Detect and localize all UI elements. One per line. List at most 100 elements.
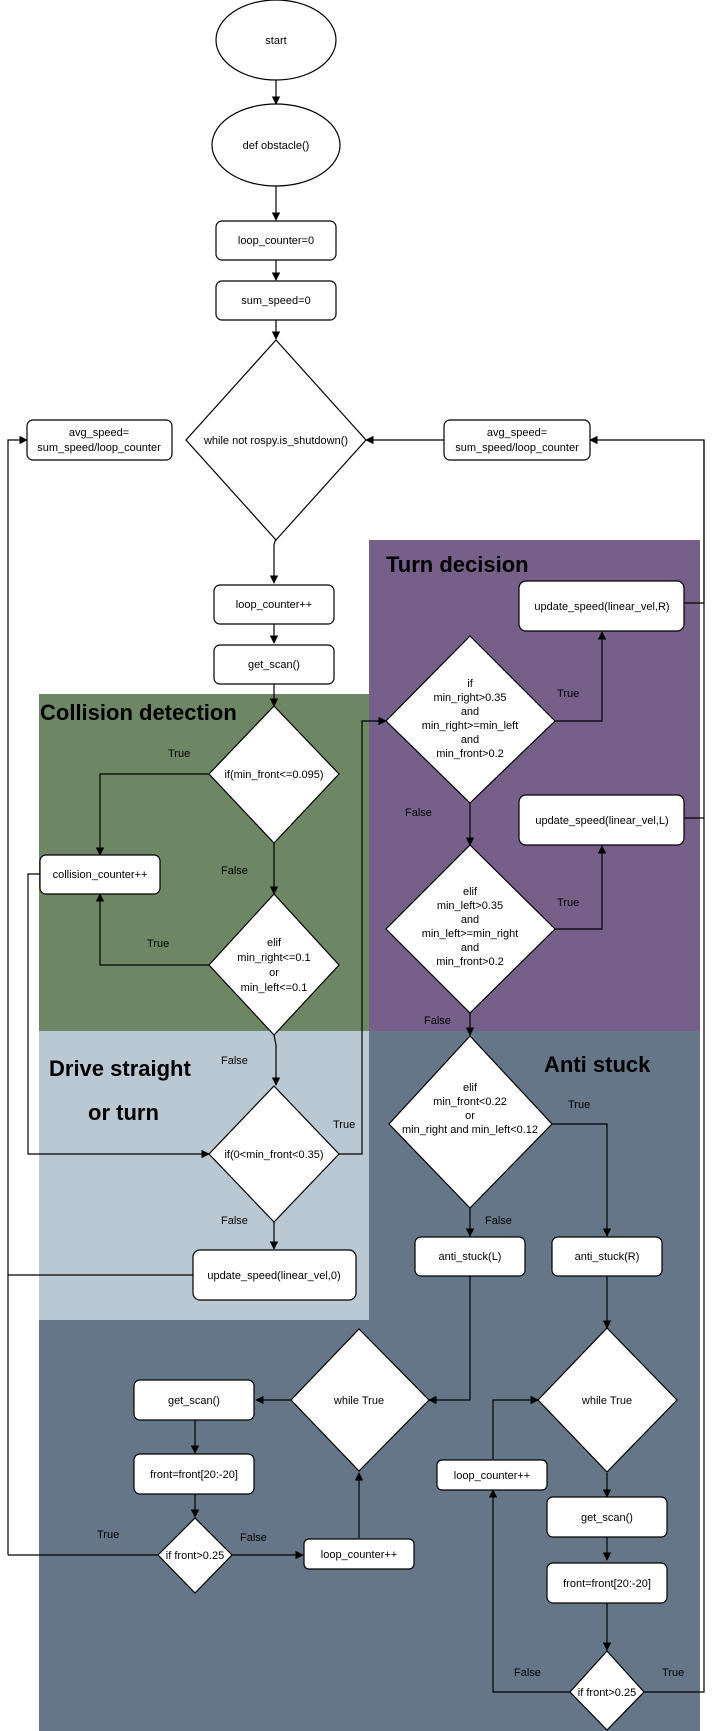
while-true-right-label: while True	[581, 1395, 632, 1407]
elif-side-line-1: elif	[267, 937, 282, 949]
region-title-collision: Collision detection	[40, 700, 237, 725]
if-front-label: if(min_front<=0.095)	[224, 769, 323, 781]
loop-inc-right-label: loop_counter++	[454, 1470, 530, 1482]
elif-stuck-node: elif min_front<0.22 or min_right and min…	[388, 1035, 553, 1209]
avg-speed-right-node: avg_speed= sum_speed/loop_counter	[443, 419, 591, 461]
region-titles: Collision detection Turn decision Drive …	[40, 552, 651, 1125]
region-title-drive-1: Drive straight	[49, 1056, 191, 1081]
label-false-left: False	[424, 1015, 451, 1027]
elif-stuck-line-2: min_front<0.22	[433, 1096, 507, 1108]
elif-side-line-3: or	[269, 967, 279, 979]
while-true-left-node: while True	[290, 1328, 430, 1472]
region-title-anti: Anti stuck	[544, 1052, 651, 1077]
front-slice-left-node: front=front[20:-20]	[133, 1453, 255, 1495]
anti-stuck-r-node: anti_stuck(R)	[551, 1236, 663, 1277]
start-node: start	[215, 0, 337, 81]
label-false-side: False	[221, 1055, 248, 1067]
region-title-turn: Turn decision	[386, 552, 529, 577]
if-right-node: if min_right>0.35 and min_right>=min_lef…	[385, 635, 556, 804]
loop-inc-left-label: loop_counter++	[321, 1549, 397, 1561]
label-true-range: True	[333, 1119, 355, 1131]
collision-counter-label: collision_counter++	[53, 869, 148, 881]
if-right-line-1: if	[467, 678, 473, 690]
elif-left-line-3: and	[461, 914, 479, 926]
anti-stuck-r-label: anti_stuck(R)	[575, 1251, 640, 1263]
elif-left-line-2: min_left>0.35	[437, 900, 503, 912]
front-slice-right-node: front=front[20:-20]	[546, 1562, 668, 1604]
front-slice-right-label: front=front[20:-20]	[563, 1578, 651, 1590]
label-true-front-l: True	[97, 1529, 119, 1541]
front-slice-left-label: front=front[20:-20]	[150, 1469, 238, 1481]
update-speed-0-label: update_speed(linear_vel,0)	[207, 1270, 340, 1282]
if-right-line-3: and	[461, 706, 479, 718]
label-true-front-r: True	[662, 1667, 684, 1679]
while-true-right-node: while True	[537, 1327, 678, 1473]
get-scan-right-label: get_scan()	[581, 1512, 633, 1524]
avg-left-line-2: sum_speed/loop_counter	[37, 442, 161, 454]
elif-left-line-1: elif	[463, 886, 478, 898]
elif-stuck-line-1: elif	[463, 1082, 478, 1094]
label-true-side: True	[147, 938, 169, 950]
if-front-left-label: if front>0.25	[166, 1550, 224, 1562]
get-scan-left-label: get_scan()	[168, 1395, 220, 1407]
label-false-right: False	[405, 807, 432, 819]
elif-stuck-line-3: or	[465, 1110, 475, 1122]
get-scan-label: get_scan()	[248, 659, 300, 671]
while-main-label: while not rospy.is_shutdown()	[203, 435, 348, 447]
elif-left-node: elif min_left>0.35 and min_left>=min_rig…	[385, 844, 556, 1014]
avg-right-line-2: sum_speed/loop_counter	[455, 442, 579, 454]
sum-init-node: sum_speed=0	[215, 280, 337, 321]
if-front-node: if(min_front<=0.095)	[208, 705, 340, 844]
anti-stuck-l-label: anti_stuck(L)	[439, 1251, 502, 1263]
avg-left-line-1: avg_speed=	[69, 427, 129, 439]
loop-inc-left-node: loop_counter++	[303, 1538, 415, 1570]
if-right-line-2: min_right>0.35	[433, 692, 506, 704]
label-false-front: False	[221, 865, 248, 877]
elif-left-line-6: min_front>0.2	[436, 956, 504, 968]
if-front-right-label: if front>0.25	[578, 1687, 636, 1699]
if-right-line-6: min_front>0.2	[436, 748, 504, 760]
update-speed-l-node: update_speed(linear_vel,L)	[518, 794, 685, 846]
elif-side-line-4: min_left<=0.1	[241, 982, 308, 994]
get-scan-node: get_scan()	[213, 644, 335, 685]
elif-side-node: elif min_right<=0.1 or min_left<=0.1	[208, 893, 340, 1036]
def-obstacle-label: def obstacle()	[243, 140, 310, 152]
loop-inc-node: loop_counter++	[213, 584, 335, 625]
get-scan-left-node: get_scan()	[133, 1379, 255, 1421]
elif-stuck-line-4: min_right and min_left<0.12	[402, 1124, 538, 1136]
avg-right-line-1: avg_speed=	[487, 427, 547, 439]
anti-stuck-l-node: anti_stuck(L)	[414, 1236, 526, 1277]
loop-inc-label: loop_counter++	[236, 599, 312, 611]
while-main-node: while not rospy.is_shutdown()	[185, 339, 367, 541]
while-true-left-label: while True	[333, 1395, 384, 1407]
if-right-line-5: and	[461, 734, 479, 746]
if-front-right-node: if front>0.25	[569, 1650, 645, 1731]
update-speed-r-label: update_speed(linear_vel,R)	[534, 601, 669, 613]
avg-speed-left-node: avg_speed= sum_speed/loop_counter	[26, 419, 173, 461]
elif-left-line-5: and	[461, 942, 479, 954]
collision-counter-node: collision_counter++	[39, 854, 161, 895]
if-range-label: if(0<min_front<0.35)	[224, 1149, 323, 1161]
nodes: start def obstacle() loop_counter=0 sum_…	[26, 0, 685, 1731]
label-false-front-r: False	[514, 1667, 541, 1679]
update-speed-r-node: update_speed(linear_vel,R)	[518, 580, 685, 632]
if-front-left-node: if front>0.25	[157, 1517, 233, 1594]
update-speed-0-node: update_speed(linear_vel,0)	[192, 1249, 357, 1301]
update-speed-l-label: update_speed(linear_vel,L)	[535, 815, 668, 827]
if-right-line-4: min_right>=min_left	[422, 720, 519, 732]
label-true-stuck: True	[568, 1099, 590, 1111]
elif-left-line-4: min_left>=min_right	[422, 928, 519, 940]
loop-init-label: loop_counter=0	[238, 235, 314, 247]
label-true-left: True	[557, 897, 579, 909]
label-true-right: True	[557, 688, 579, 700]
label-false-stuck: False	[485, 1215, 512, 1227]
label-false-range: False	[221, 1215, 248, 1227]
def-obstacle-node: def obstacle()	[211, 103, 341, 187]
sum-init-label: sum_speed=0	[241, 295, 310, 307]
label-false-front-l: False	[240, 1532, 267, 1544]
region-title-drive-2: or turn	[88, 1100, 159, 1125]
start-label: start	[265, 35, 286, 47]
if-range-node: if(0<min_front<0.35)	[208, 1085, 340, 1223]
label-true-front: True	[168, 748, 190, 760]
